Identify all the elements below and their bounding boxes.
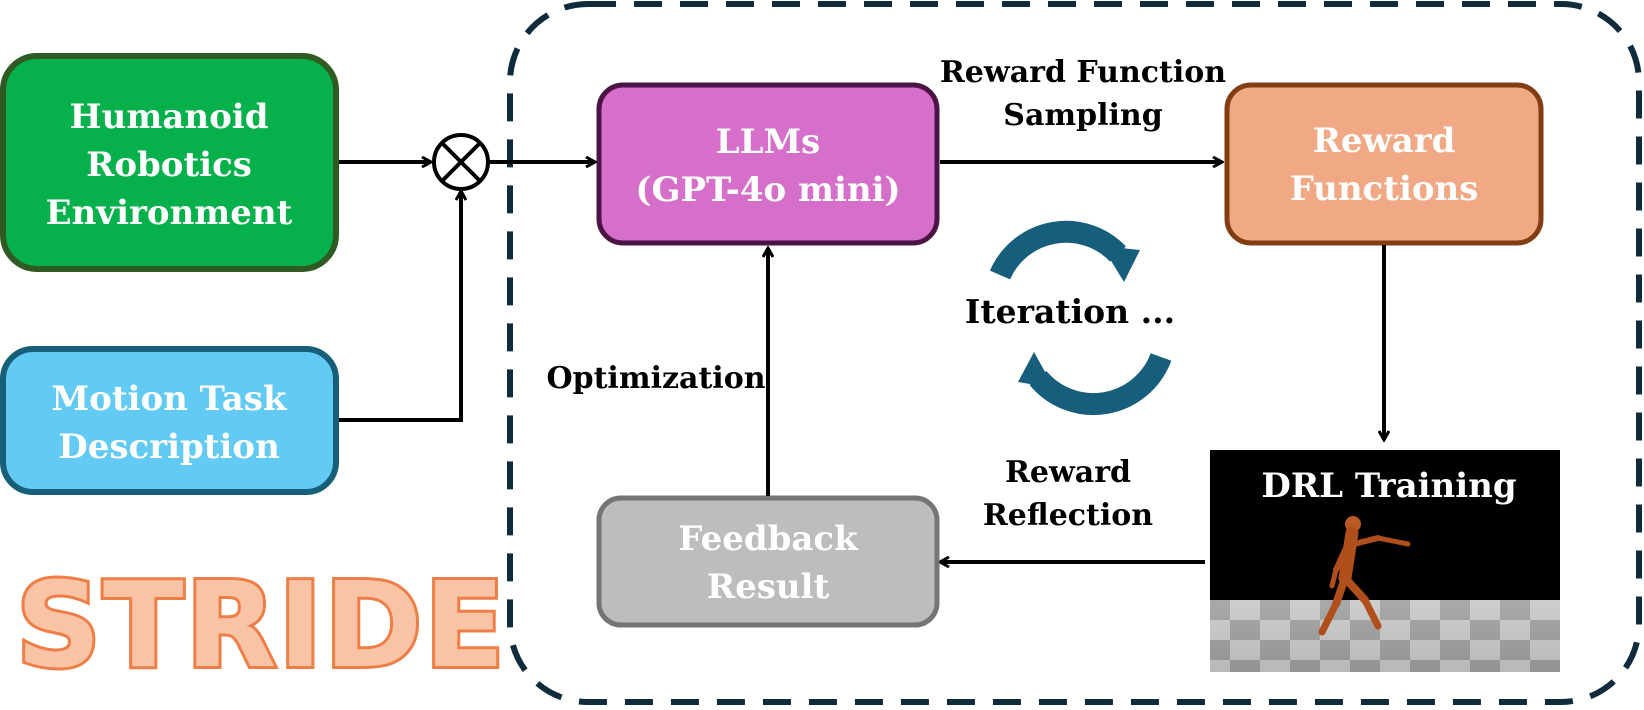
drl-title: DRL Training [1261,466,1516,506]
environment-line-1: Humanoid [70,97,269,137]
environment-line-3: Environment [46,193,293,233]
label-sampling-line-1: Reward Function [940,55,1226,90]
humanoid-figure-icon [1318,516,1411,636]
label-reflection-line-1: Reward [1005,455,1131,490]
feedback-line-1: Feedback [678,519,859,559]
task-line-2: Description [58,427,280,467]
node-reward: Reward Functions [1224,82,1544,246]
stride-title: STRIDE [16,556,507,694]
reward-line-2: Functions [1290,169,1479,209]
feedback-line-2: Result [707,567,830,607]
reward-line-1: Reward [1313,121,1456,161]
llm-line-1: LLMs [716,122,821,162]
label-optimization: Optimization [546,361,765,396]
iteration-label: Iteration ... [965,292,1175,331]
llm-line-2: (GPT-4o mini) [635,170,900,210]
node-llm: LLMs (GPT-4o mini) [596,82,940,246]
environment-line-2: Robotics [86,145,252,185]
edge-task-to-combine [339,191,461,422]
node-task: Motion Task Description [0,346,339,495]
iteration-cycle-icon [989,220,1172,416]
task-line-1: Motion Task [52,379,288,419]
combine-operator [432,133,490,191]
node-environment: Humanoid Robotics Environment [0,53,339,272]
label-reflection-line-2: Reflection [983,498,1153,533]
node-drl: DRL Training [1210,450,1560,672]
label-sampling-line-2: Sampling [1003,98,1162,133]
dashed-frame [507,1,1642,705]
node-feedback: Feedback Result [596,495,940,628]
